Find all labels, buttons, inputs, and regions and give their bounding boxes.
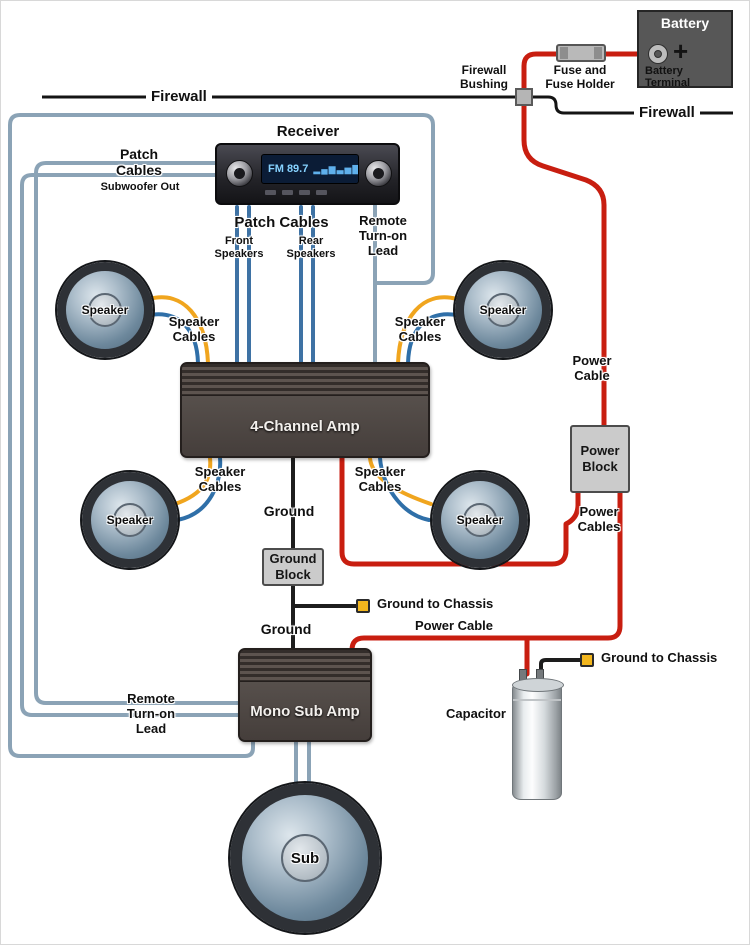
subwoofer-patch-cable-wire xyxy=(20,161,246,717)
firewall-line xyxy=(42,95,733,115)
power-block: Power Block xyxy=(570,425,630,493)
ground-label-lower: Ground xyxy=(260,621,312,637)
speaker-label: Speaker xyxy=(81,303,129,317)
speaker-dust-cap-icon xyxy=(281,834,329,882)
receiver-buttons xyxy=(265,190,327,195)
patch-cables-label: Patch Cables xyxy=(234,214,329,231)
speaker-label: Speaker xyxy=(456,513,504,527)
chassis-ground-terminal-icon xyxy=(356,599,370,613)
ring-terminal-icon xyxy=(649,45,667,63)
amp-body: Mono Sub Amp xyxy=(240,682,370,740)
power-cables-label: Power Cables xyxy=(577,504,621,534)
front-speakers-label: Front Speakers xyxy=(214,235,264,260)
battery-title: Battery xyxy=(660,15,710,31)
mono-sub-amp: Mono Sub Amp xyxy=(238,648,372,742)
speaker-rear-right: Speaker xyxy=(432,472,528,568)
amp-body: 4-Channel Amp xyxy=(182,396,428,456)
patch-cables-subwoofer-label: Patch Cables xyxy=(116,146,162,179)
speaker-front-right: Speaker xyxy=(455,262,551,358)
fuse-holder-label: Fuse and Fuse Holder xyxy=(545,63,615,91)
speaker-label: Speaker xyxy=(479,303,527,317)
sub-label: Sub xyxy=(290,849,320,867)
speaker-dust-cap-icon xyxy=(88,293,122,327)
power-cable-wire xyxy=(339,51,655,677)
speaker-dust-cap-icon xyxy=(113,503,147,537)
amp-label: 4-Channel Amp xyxy=(250,417,360,435)
speaker-front-left: Speaker xyxy=(57,262,153,358)
capacitor-label: Capacitor xyxy=(446,706,506,721)
battery-terminal-label: Battery Terminal xyxy=(645,65,691,90)
ground-label-upper: Ground xyxy=(263,503,315,519)
firewall-label-left: Firewall xyxy=(146,88,212,105)
speaker-rear-left: Speaker xyxy=(82,472,178,568)
battery: Battery + Battery Terminal xyxy=(637,10,733,90)
firewall-bushing xyxy=(515,88,533,106)
firewall-bushing-label: Firewall Bushing xyxy=(460,63,508,91)
speaker-wire-blue xyxy=(147,312,459,522)
amp-heatsink-fins xyxy=(240,650,370,682)
fm-frequency: FM 89.7 xyxy=(268,163,309,175)
amp-heatsink-fins xyxy=(182,364,428,396)
power-cable-label-bottom: Power Cable xyxy=(414,618,494,633)
speaker-cables-label-front-left: Speaker Cables xyxy=(168,314,220,344)
remote-turn-on-label-bottom: Remote Turn-on Lead xyxy=(126,691,176,736)
amp-label: Mono Sub Amp xyxy=(250,702,360,720)
remote-turn-on-wire xyxy=(8,113,435,758)
capacitor xyxy=(512,678,564,800)
speaker-dust-cap-icon xyxy=(463,503,497,537)
equalizer-bars-icon: ▂▄▆▃▅▇▄ xyxy=(313,163,358,174)
ground-wire xyxy=(291,455,584,676)
subwoofer: Sub xyxy=(230,783,380,933)
chassis-ground-terminal-icon xyxy=(580,653,594,667)
speaker-cables-label-rear-right: Speaker Cables xyxy=(354,464,406,494)
tuning-knob-icon xyxy=(365,160,392,187)
power-cable-label-right: Power Cable xyxy=(572,353,612,383)
speaker-label: Speaker xyxy=(106,513,154,527)
ground-to-chassis-label-upper: Ground to Chassis xyxy=(377,596,494,611)
receiver-title: Receiver xyxy=(276,123,340,140)
receiver: FM 89.7 ▂▄▆▃▅▇▄ xyxy=(215,143,400,205)
speaker-dust-cap-icon xyxy=(486,293,520,327)
patch-cable-wires xyxy=(235,205,315,365)
subwoofer-out-label: Subwoofer Out xyxy=(100,181,180,193)
positive-terminal-symbol: + xyxy=(673,36,689,66)
firewall-label-right: Firewall xyxy=(634,104,700,121)
sub-speaker-wire xyxy=(294,740,311,791)
radio-display: FM 89.7 ▂▄▆▃▅▇▄ xyxy=(261,154,359,184)
speaker-cables-label-rear-left: Speaker Cables xyxy=(194,464,246,494)
four-channel-amp: 4-Channel Amp xyxy=(180,362,430,458)
fuse-holder xyxy=(556,44,606,62)
rear-speakers-label: Rear Speakers xyxy=(286,235,336,260)
ground-block: Ground Block xyxy=(262,548,324,586)
speaker-wire-yellow xyxy=(147,295,459,506)
volume-knob-icon xyxy=(226,160,253,187)
ground-to-chassis-label-capacitor: Ground to Chassis xyxy=(601,650,718,665)
remote-turn-on-label-top: Remote Turn-on Lead xyxy=(358,213,408,258)
speaker-cables-label-front-right: Speaker Cables xyxy=(394,314,446,344)
